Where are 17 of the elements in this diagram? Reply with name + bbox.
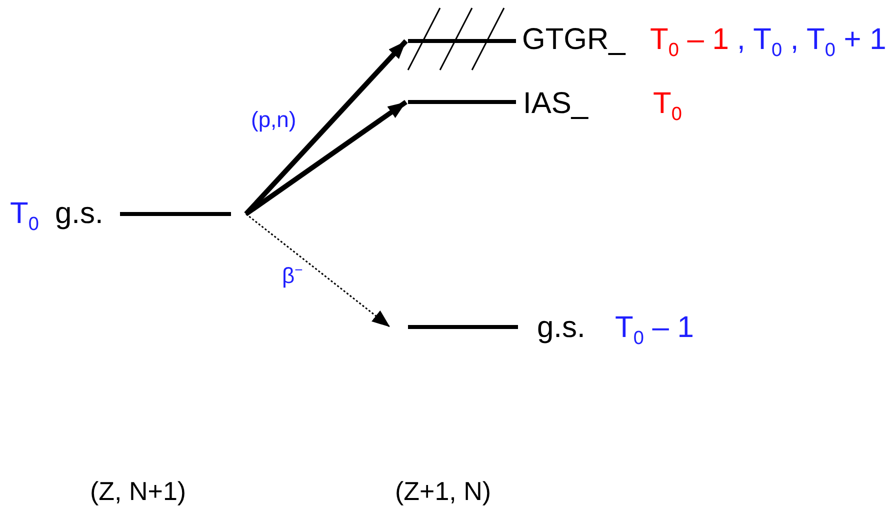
isospin-label: T$_{0}$ – 1	[615, 312, 694, 344]
edge-label: β$^{−}$	[281, 264, 304, 288]
isospin-label: T$_{0}$	[10, 198, 39, 230]
isospin-label: T$_{0}$	[653, 88, 682, 120]
arrow	[244, 100, 408, 216]
arrow	[244, 39, 408, 216]
isospin-label: , T$_{0}$ , T$_{0}$ + 1	[737, 24, 886, 56]
level-label: IAS_	[523, 88, 588, 120]
level-label: g.s.	[537, 312, 586, 344]
isospin-label: T$_{0}$ – 1	[650, 24, 729, 56]
edge-label: (p,n)	[250, 108, 298, 132]
energy-level	[406, 6, 884, 72]
level-label: g.s.	[55, 198, 104, 230]
nucleus-label: (Z+1, N)	[395, 476, 492, 506]
level-label: GTGR_	[522, 24, 626, 56]
nucleus-label: (Z, N+1)	[90, 476, 186, 506]
arrow	[246, 213, 390, 328]
